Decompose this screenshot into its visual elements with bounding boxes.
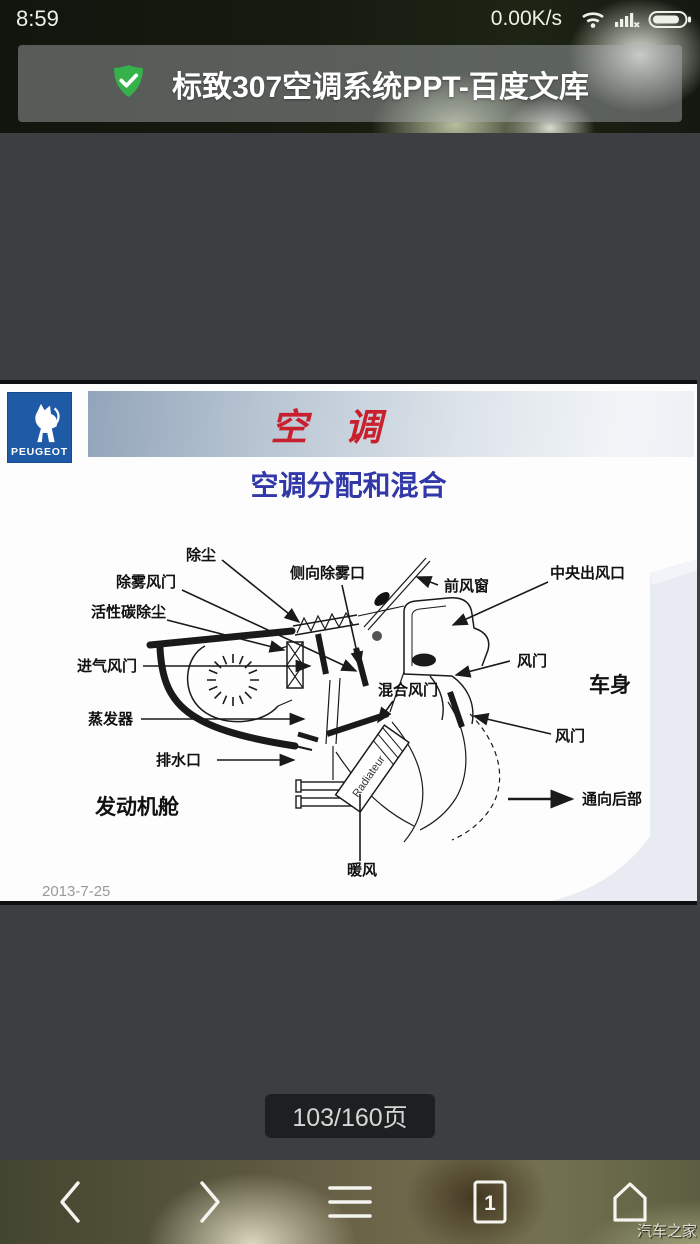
label-damper-upper: 风门: [517, 652, 547, 670]
forward-button[interactable]: [175, 1167, 245, 1237]
slide-date: 2013-7-25: [42, 883, 110, 900]
slide-corner-decoration: [551, 559, 697, 901]
label-drain: 排水口: [156, 751, 201, 769]
network-speed: 0.00K/s: [490, 7, 562, 30]
tabs-button[interactable]: 1: [455, 1167, 525, 1237]
forward-icon: [200, 1181, 220, 1223]
battery-icon: [648, 10, 692, 29]
label-damper-lower: 风门: [555, 727, 585, 745]
browser-title-bar[interactable]: 标致307空调系统PPT-百度文库: [18, 45, 682, 122]
tabs-icon: 1: [473, 1180, 507, 1224]
browser-nav-bar: 1: [0, 1160, 700, 1244]
label-to-rear: 通向后部: [582, 790, 642, 808]
back-icon: [60, 1181, 80, 1223]
home-button[interactable]: [595, 1167, 665, 1237]
wifi-icon: [580, 9, 606, 29]
label-side-defrost: 侧向除雾口: [290, 564, 365, 582]
menu-icon: [328, 1186, 372, 1218]
home-icon: [613, 1182, 647, 1222]
cell-signal-icon: [614, 10, 640, 29]
document-slide: Radiateur 除尘 侧: [0, 380, 697, 905]
label-carbon-filter: 活性碳除尘: [91, 603, 166, 621]
label-mix-damper: 混合风门: [378, 681, 438, 699]
verified-shield-icon: [111, 61, 146, 106]
background-photo-top: [0, 0, 700, 133]
radiator-core: Radiateur: [334, 724, 410, 814]
label-center-vent: 中央出风口: [550, 564, 625, 582]
hvac-diagram: Radiateur 除尘 侧: [42, 546, 697, 901]
label-engine-bay: 发动机舱: [94, 795, 180, 819]
page-indicator-text: 103/160页: [292, 1104, 408, 1132]
label-defrost-damper: 除雾风门: [116, 573, 176, 591]
leader-arrows: [141, 559, 575, 861]
peugeot-logo: PEUGEOT: [7, 392, 72, 463]
clock: 8:59: [16, 6, 59, 31]
tab-count: 1: [484, 1192, 496, 1215]
peugeot-brand-text: PEUGEOT: [11, 446, 68, 458]
back-button[interactable]: [35, 1167, 105, 1237]
status-bar: 8:59 0.00K/s: [0, 0, 700, 38]
hvac-unit-drawing: [146, 557, 501, 843]
menu-button[interactable]: [315, 1167, 385, 1237]
label-windshield: 前风窗: [444, 577, 489, 595]
slide-subtitle: 空调分配和混合: [250, 470, 447, 501]
slide-header-band: 空 调: [88, 391, 694, 457]
slide-title: 空 调: [270, 408, 382, 449]
label-dust: 除尘: [186, 546, 216, 564]
autohome-watermark: 汽车之家: [636, 1223, 697, 1240]
label-heater: 暖风: [347, 861, 377, 879]
page-title: 标致307空调系统PPT-百度文库: [172, 70, 589, 104]
label-intake-damper: 进气风门: [77, 657, 137, 675]
diagram-labels: 除尘 侧向除雾口 前风窗 中央出风口 除雾风门 活性碳除尘 进气风门 蒸发器 排…: [77, 546, 642, 879]
peugeot-lion-icon: [34, 403, 60, 443]
label-evaporator: 蒸发器: [88, 710, 134, 728]
page-indicator-badge: 103/160页: [265, 1094, 435, 1138]
label-body: 车身: [589, 673, 631, 697]
